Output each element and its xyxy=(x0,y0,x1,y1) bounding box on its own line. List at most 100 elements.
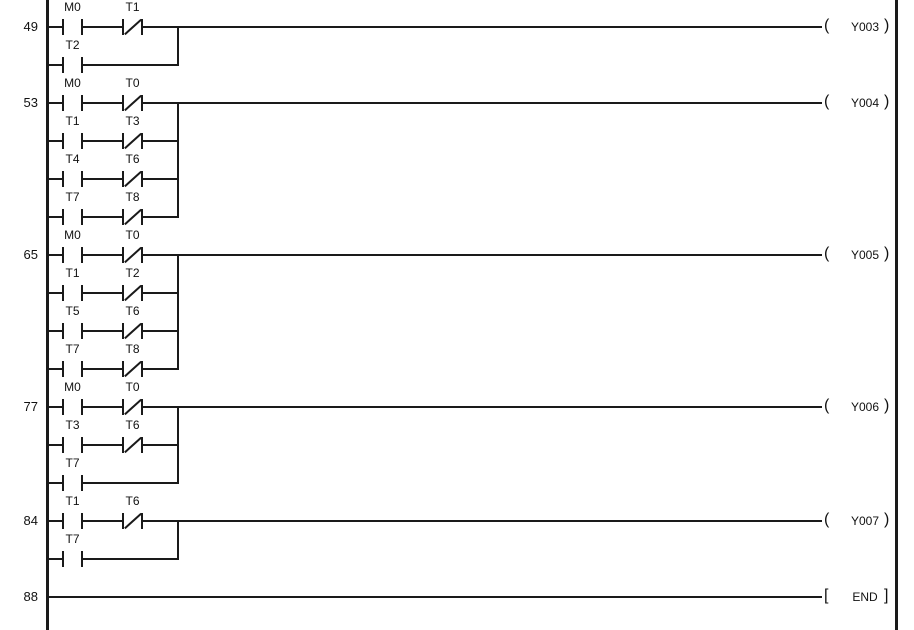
contact-t0-nc[interactable] xyxy=(122,246,143,264)
contact-t3-nc[interactable] xyxy=(122,132,143,150)
wire-to-coil xyxy=(177,520,822,522)
contact-bar-left xyxy=(122,247,124,263)
contact-bar-right xyxy=(81,475,83,491)
contact-t6-nc[interactable] xyxy=(122,436,143,454)
contact-label: M0 xyxy=(64,228,81,242)
contact-bar-right xyxy=(141,209,143,225)
contact-t7-no[interactable] xyxy=(62,551,83,567)
wire-branch-out xyxy=(143,292,179,294)
contact-t7-no[interactable] xyxy=(62,475,83,491)
contact-bar-left xyxy=(62,57,64,73)
contact-bar-left xyxy=(122,323,124,339)
contact-label: T0 xyxy=(125,380,140,394)
contact-bar-right xyxy=(141,95,143,111)
contact-label: T2 xyxy=(65,38,80,52)
contact-label: T8 xyxy=(125,190,140,204)
coil-label-y006: Y006 xyxy=(850,400,880,414)
contact-bar-right xyxy=(81,95,83,111)
wire-branch-in xyxy=(46,64,62,66)
contact-bar-left xyxy=(62,475,64,491)
contact-label: T6 xyxy=(125,152,140,166)
contact-t8-nc[interactable] xyxy=(122,360,143,378)
contact-bar-right xyxy=(141,171,143,187)
wire-branch-out xyxy=(143,140,179,142)
wire-between-contacts xyxy=(83,368,122,370)
contact-t6-nc[interactable] xyxy=(122,322,143,340)
wire-branch-in xyxy=(46,368,62,370)
contact-label: T3 xyxy=(125,114,140,128)
wire-branch-out xyxy=(143,26,179,28)
wire-branch-in xyxy=(46,178,62,180)
coil-open-paren: ( xyxy=(824,397,830,414)
wire-end-rung xyxy=(46,596,822,598)
contact-t1-nc[interactable] xyxy=(122,18,143,36)
contact-bar-left xyxy=(122,133,124,149)
contact-t0-nc[interactable] xyxy=(122,398,143,416)
contact-slash xyxy=(123,132,142,150)
contact-m0-no[interactable] xyxy=(62,19,83,35)
wire-between-contacts xyxy=(83,330,122,332)
wire-to-coil xyxy=(177,102,822,104)
contact-slash xyxy=(123,398,142,416)
contact-t8-nc[interactable] xyxy=(122,208,143,226)
contact-label: T0 xyxy=(125,76,140,90)
contact-t3-no[interactable] xyxy=(62,437,83,453)
block-label-end: END xyxy=(852,590,878,604)
contact-m0-no[interactable] xyxy=(62,95,83,111)
contact-t4-no[interactable] xyxy=(62,171,83,187)
contact-slash xyxy=(123,436,142,454)
wire-branch-in xyxy=(46,520,62,522)
contact-t2-nc[interactable] xyxy=(122,284,143,302)
contact-bar-right xyxy=(81,437,83,453)
contact-bar-right xyxy=(81,551,83,567)
contact-m0-no[interactable] xyxy=(62,247,83,263)
contact-bar-left xyxy=(122,361,124,377)
contact-bar-right xyxy=(81,247,83,263)
contact-t6-nc[interactable] xyxy=(122,170,143,188)
contact-slash xyxy=(123,512,142,530)
contact-t7-no[interactable] xyxy=(62,361,83,377)
contact-t5-no[interactable] xyxy=(62,323,83,339)
wire-between-contacts xyxy=(83,254,122,256)
wire-branch-in xyxy=(46,254,62,256)
wire-branch-out xyxy=(143,102,179,104)
contact-bar-left xyxy=(62,247,64,263)
wire-branch-out xyxy=(83,64,179,66)
contact-t1-no[interactable] xyxy=(62,513,83,529)
wire-branch-in xyxy=(46,558,62,560)
contact-t0-nc[interactable] xyxy=(122,94,143,112)
contact-t1-no[interactable] xyxy=(62,285,83,301)
contact-bar-right xyxy=(141,361,143,377)
coil-open-paren: ( xyxy=(824,511,830,528)
contact-bar-left xyxy=(122,399,124,415)
contact-bar-left xyxy=(122,171,124,187)
contact-bar-right xyxy=(81,171,83,187)
contact-bar-right xyxy=(81,323,83,339)
branch-bus xyxy=(177,521,179,559)
contact-slash xyxy=(123,94,142,112)
branch-bus xyxy=(177,407,179,483)
wire-branch-out xyxy=(143,330,179,332)
contact-label: T1 xyxy=(65,266,80,280)
wire-branch-out xyxy=(83,558,179,560)
contact-bar-right xyxy=(141,323,143,339)
contact-m0-no[interactable] xyxy=(62,399,83,415)
contact-bar-right xyxy=(141,247,143,263)
block-close-bracket: ] xyxy=(884,587,889,604)
contact-t7-no[interactable] xyxy=(62,209,83,225)
contact-bar-left xyxy=(62,133,64,149)
contact-bar-right xyxy=(81,133,83,149)
contact-bar-left xyxy=(122,285,124,301)
rung-number-49: 49 xyxy=(23,19,38,34)
contact-slash xyxy=(123,208,142,226)
contact-t1-no[interactable] xyxy=(62,133,83,149)
branch-bus xyxy=(177,255,179,369)
contact-bar-right xyxy=(141,19,143,35)
contact-t2-no[interactable] xyxy=(62,57,83,73)
contact-t6-nc[interactable] xyxy=(122,512,143,530)
wire-between-contacts xyxy=(83,216,122,218)
contact-label: T7 xyxy=(65,456,80,470)
coil-open-paren: ( xyxy=(824,93,830,110)
rung-number-53: 53 xyxy=(23,95,38,110)
contact-label: T8 xyxy=(125,342,140,356)
